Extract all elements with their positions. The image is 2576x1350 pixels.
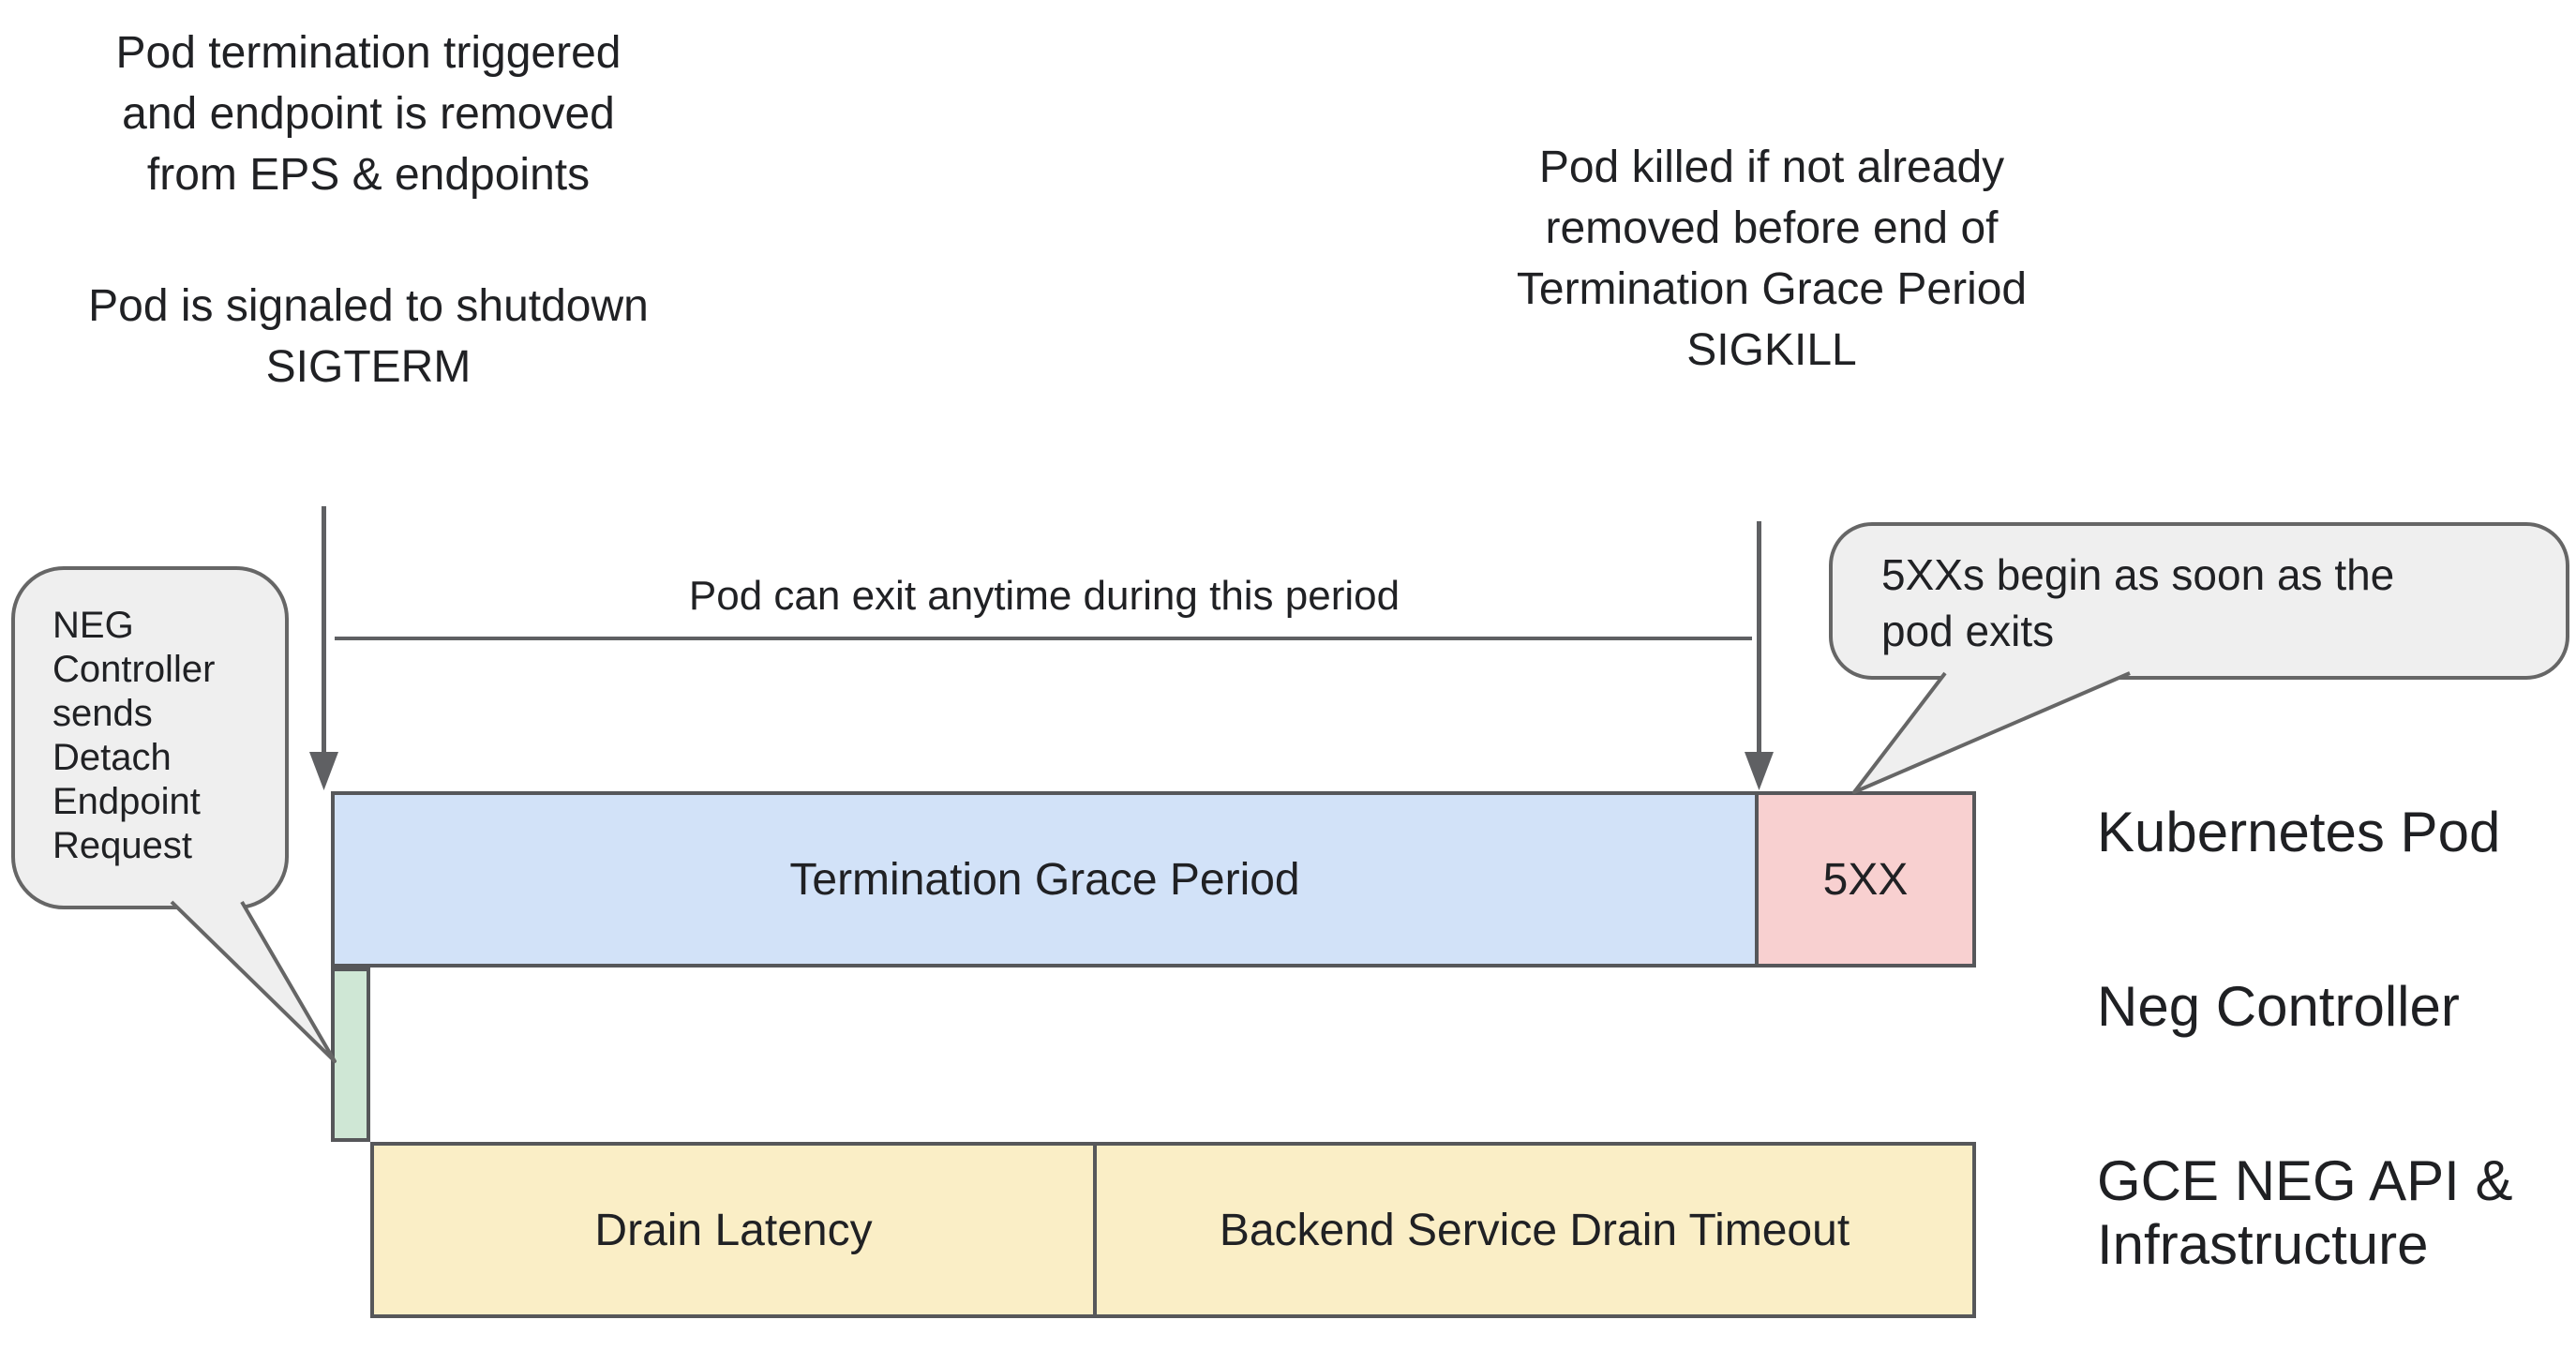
drain-latency-segment: Drain Latency	[370, 1142, 1097, 1318]
right-bubble-tail	[1852, 671, 2131, 794]
sigterm-arrowhead-icon	[309, 752, 338, 790]
annotation-pod-killed: Pod killed if not already removed before…	[1415, 137, 2128, 381]
callout-line: Request	[52, 825, 192, 866]
sigkill-arrowhead-icon	[1745, 752, 1774, 790]
termination-grace-period-segment: Termination Grace Period	[331, 791, 1759, 968]
annotation-line: Termination Grace Period	[1516, 264, 2028, 314]
callout-line: Endpoint	[52, 781, 201, 822]
row-label-neg-controller: Neg Controller	[2097, 975, 2460, 1038]
annotation-line: SIGKILL	[1686, 325, 1857, 375]
annotation-pod-termination: Pod termination triggered and endpoint i…	[56, 22, 681, 205]
backend-service-drain-timeout-segment: Backend Service Drain Timeout	[1093, 1142, 1976, 1318]
callout-line: Controller	[52, 649, 216, 690]
five-xx-label: 5XX	[1822, 854, 1909, 905]
annotation-line: Pod termination triggered	[115, 28, 622, 78]
annotation-line: removed before end of	[1545, 203, 1999, 253]
callout-line: sends	[52, 693, 153, 734]
callout-line: pod exits	[1881, 607, 2055, 655]
annotation-pod-signaled: Pod is signaled to shutdown SIGTERM	[56, 276, 681, 398]
five-xx-segment: 5XX	[1755, 791, 1976, 968]
kubernetes-pod-bar: Termination Grace Period 5XX	[331, 791, 1976, 968]
callout-five-xx-begin: 5XXs begin as soon as the pod exits	[1829, 522, 2569, 680]
drain-latency-label: Drain Latency	[594, 1205, 873, 1255]
neg-controller-bar	[331, 968, 370, 1142]
row-label-kubernetes-pod: Kubernetes Pod	[2097, 801, 2501, 863]
callout-neg-detach-request: NEG Controller sends Detach Endpoint Req…	[11, 566, 289, 909]
annotation-line: Pod is signaled to shutdown	[88, 281, 649, 331]
row-label-line: GCE NEG API &	[2097, 1149, 2513, 1212]
callout-line: Detach	[52, 737, 172, 778]
gce-neg-bar: Drain Latency Backend Service Drain Time…	[370, 1142, 1976, 1318]
callout-line: NEG	[52, 605, 134, 646]
row-label-gce-neg-api: GCE NEG API & Infrastructure	[2097, 1149, 2512, 1277]
annotation-pod-can-exit: Pod can exit anytime during this period	[688, 573, 1400, 619]
annotation-line: from EPS & endpoints	[146, 150, 591, 200]
backend-service-drain-timeout-label: Backend Service Drain Timeout	[1219, 1205, 1850, 1255]
annotation-line: Pod killed if not already	[1538, 142, 2005, 192]
callout-line: 5XXs begin as soon as the	[1881, 550, 2395, 599]
row-label-line: Infrastructure	[2097, 1213, 2429, 1276]
annotation-line: and endpoint is removed	[122, 89, 615, 139]
left-bubble-tail	[170, 900, 337, 1063]
termination-grace-period-label: Termination Grace Period	[789, 854, 1300, 905]
annotation-line: SIGTERM	[265, 342, 472, 392]
